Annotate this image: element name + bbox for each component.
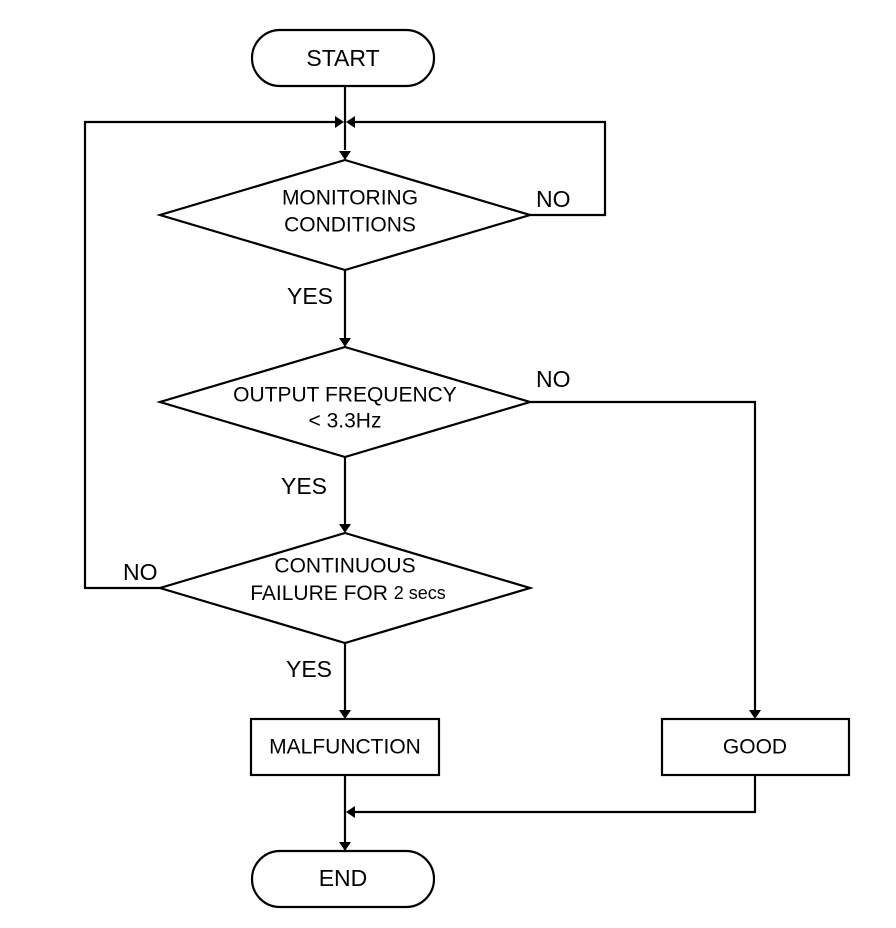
monitoring-yes-label: YES [287,283,333,309]
arrowhead [339,842,351,851]
end-node: END [250,849,436,909]
arrowhead [339,524,351,533]
continuous-no-label: NO [123,559,158,585]
frequency-no-label: NO [536,366,571,392]
start-label: START [306,45,379,71]
edge-monitoring-no-loop [355,120,607,217]
edge-good-to-merge [355,775,757,814]
malfunction-label: MALFUNCTION [269,736,421,759]
edge-frequency-no [530,400,757,710]
arrowhead [335,116,344,128]
end-label: END [319,865,368,891]
arrowhead [339,338,351,347]
monitoring-conditions-decision: MONITORING CONDITIONS [156,158,534,272]
continuous-failure-label-line1: CONTINUOUS [274,555,415,578]
continuous-failure-label-line2a: FAILURE FOR [250,582,394,605]
continuous-yes-label: YES [286,656,332,682]
arrowhead [346,116,355,128]
good-label: GOOD [723,736,787,759]
continuous-failure-label-line2b: 2 secs [394,583,446,603]
continuous-failure-label-line2: FAILURE FOR 2 secs [250,582,446,605]
malfunction-node: MALFUNCTION [249,717,441,777]
monitoring-conditions-label-line2: CONDITIONS [284,214,416,237]
arrowhead [749,710,761,719]
good-node: GOOD [660,717,851,777]
output-frequency-label-line1: OUTPUT FREQUENCY [233,384,457,407]
edge-continuous-no-loop [83,120,335,590]
output-frequency-label-line2: < 3.3Hz [309,410,382,433]
arrowhead [339,710,351,719]
continuous-failure-decision: CONTINUOUS FAILURE FOR 2 secs [156,531,534,645]
arrowhead [346,806,355,818]
monitoring-conditions-label-line1: MONITORING [282,187,418,210]
start-node: START [250,28,436,88]
arrowhead [339,151,351,160]
monitoring-no-label: NO [536,186,571,212]
output-frequency-decision: OUTPUT FREQUENCY < 3.3Hz [156,345,534,459]
frequency-yes-label: YES [281,473,327,499]
